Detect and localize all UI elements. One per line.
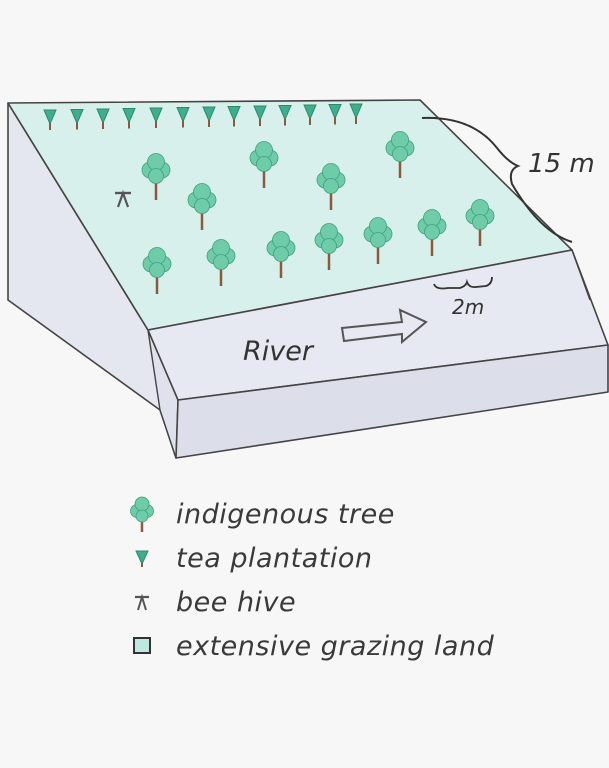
- tea-plant-icon: [202, 106, 216, 127]
- tea-plant-icon: [122, 108, 136, 129]
- tea-plant-icon: [176, 107, 190, 128]
- legend-item-grazing: extensive grazing land: [122, 624, 494, 668]
- height-brace: [421, 116, 573, 243]
- river-label: River: [243, 336, 315, 367]
- riverbank-front-face: [175, 344, 609, 459]
- tree-icon: [417, 209, 447, 256]
- tree-icon: [142, 247, 172, 294]
- tea-plant-icon: [149, 107, 163, 128]
- legend-label-grazing: extensive grazing land: [176, 630, 495, 662]
- tea-plant-icon: [135, 550, 149, 567]
- legend-item-tree: indigenous tree: [122, 492, 494, 536]
- tree-icon: [465, 199, 495, 246]
- tea-plant-icon: [43, 109, 57, 130]
- edge-line: [571, 249, 591, 301]
- river-arrow-icon: [340, 308, 428, 345]
- tree-icon: [385, 131, 415, 178]
- tea-plant-icon: [70, 109, 84, 130]
- legend: indigenous tree tea plantation bee hive: [122, 492, 494, 668]
- tree-icon: [314, 223, 344, 270]
- tea-plant-icon: [303, 104, 317, 125]
- tea-plantation-row: [43, 103, 363, 130]
- tea-plant-icon: [96, 108, 110, 129]
- tree-icon: [130, 496, 154, 532]
- width-brace: [433, 276, 493, 290]
- tree-icon: [206, 239, 236, 286]
- tea-plant-icon: [349, 103, 363, 124]
- terrain-diagram: River 15 m 2m: [7, 99, 609, 459]
- bee-hive-icon: [135, 593, 149, 611]
- tree-icon: [363, 217, 393, 264]
- tree-icon: [266, 231, 296, 278]
- legend-item-tea: tea plantation: [122, 536, 494, 580]
- tree-icon: [249, 141, 279, 188]
- height-label: 15 m: [528, 149, 595, 179]
- tea-plant-icon: [253, 105, 267, 126]
- width-label: 2m: [452, 295, 484, 319]
- legend-label-hive: bee hive: [176, 586, 297, 618]
- tree-icon: [141, 153, 171, 200]
- indigenous-trees: [141, 131, 495, 294]
- legend-label-tea: tea plantation: [176, 542, 373, 574]
- bee-hive-icon: [115, 189, 131, 208]
- legend-label-tree: indigenous tree: [176, 498, 395, 530]
- tree-icon: [187, 183, 217, 230]
- tea-plant-icon: [328, 104, 342, 125]
- tea-plant-icon: [227, 106, 241, 127]
- grazing-land-icon: [133, 637, 151, 654]
- tree-icon: [316, 163, 346, 210]
- legend-item-hive: bee hive: [122, 580, 494, 624]
- tea-plant-icon: [278, 105, 292, 126]
